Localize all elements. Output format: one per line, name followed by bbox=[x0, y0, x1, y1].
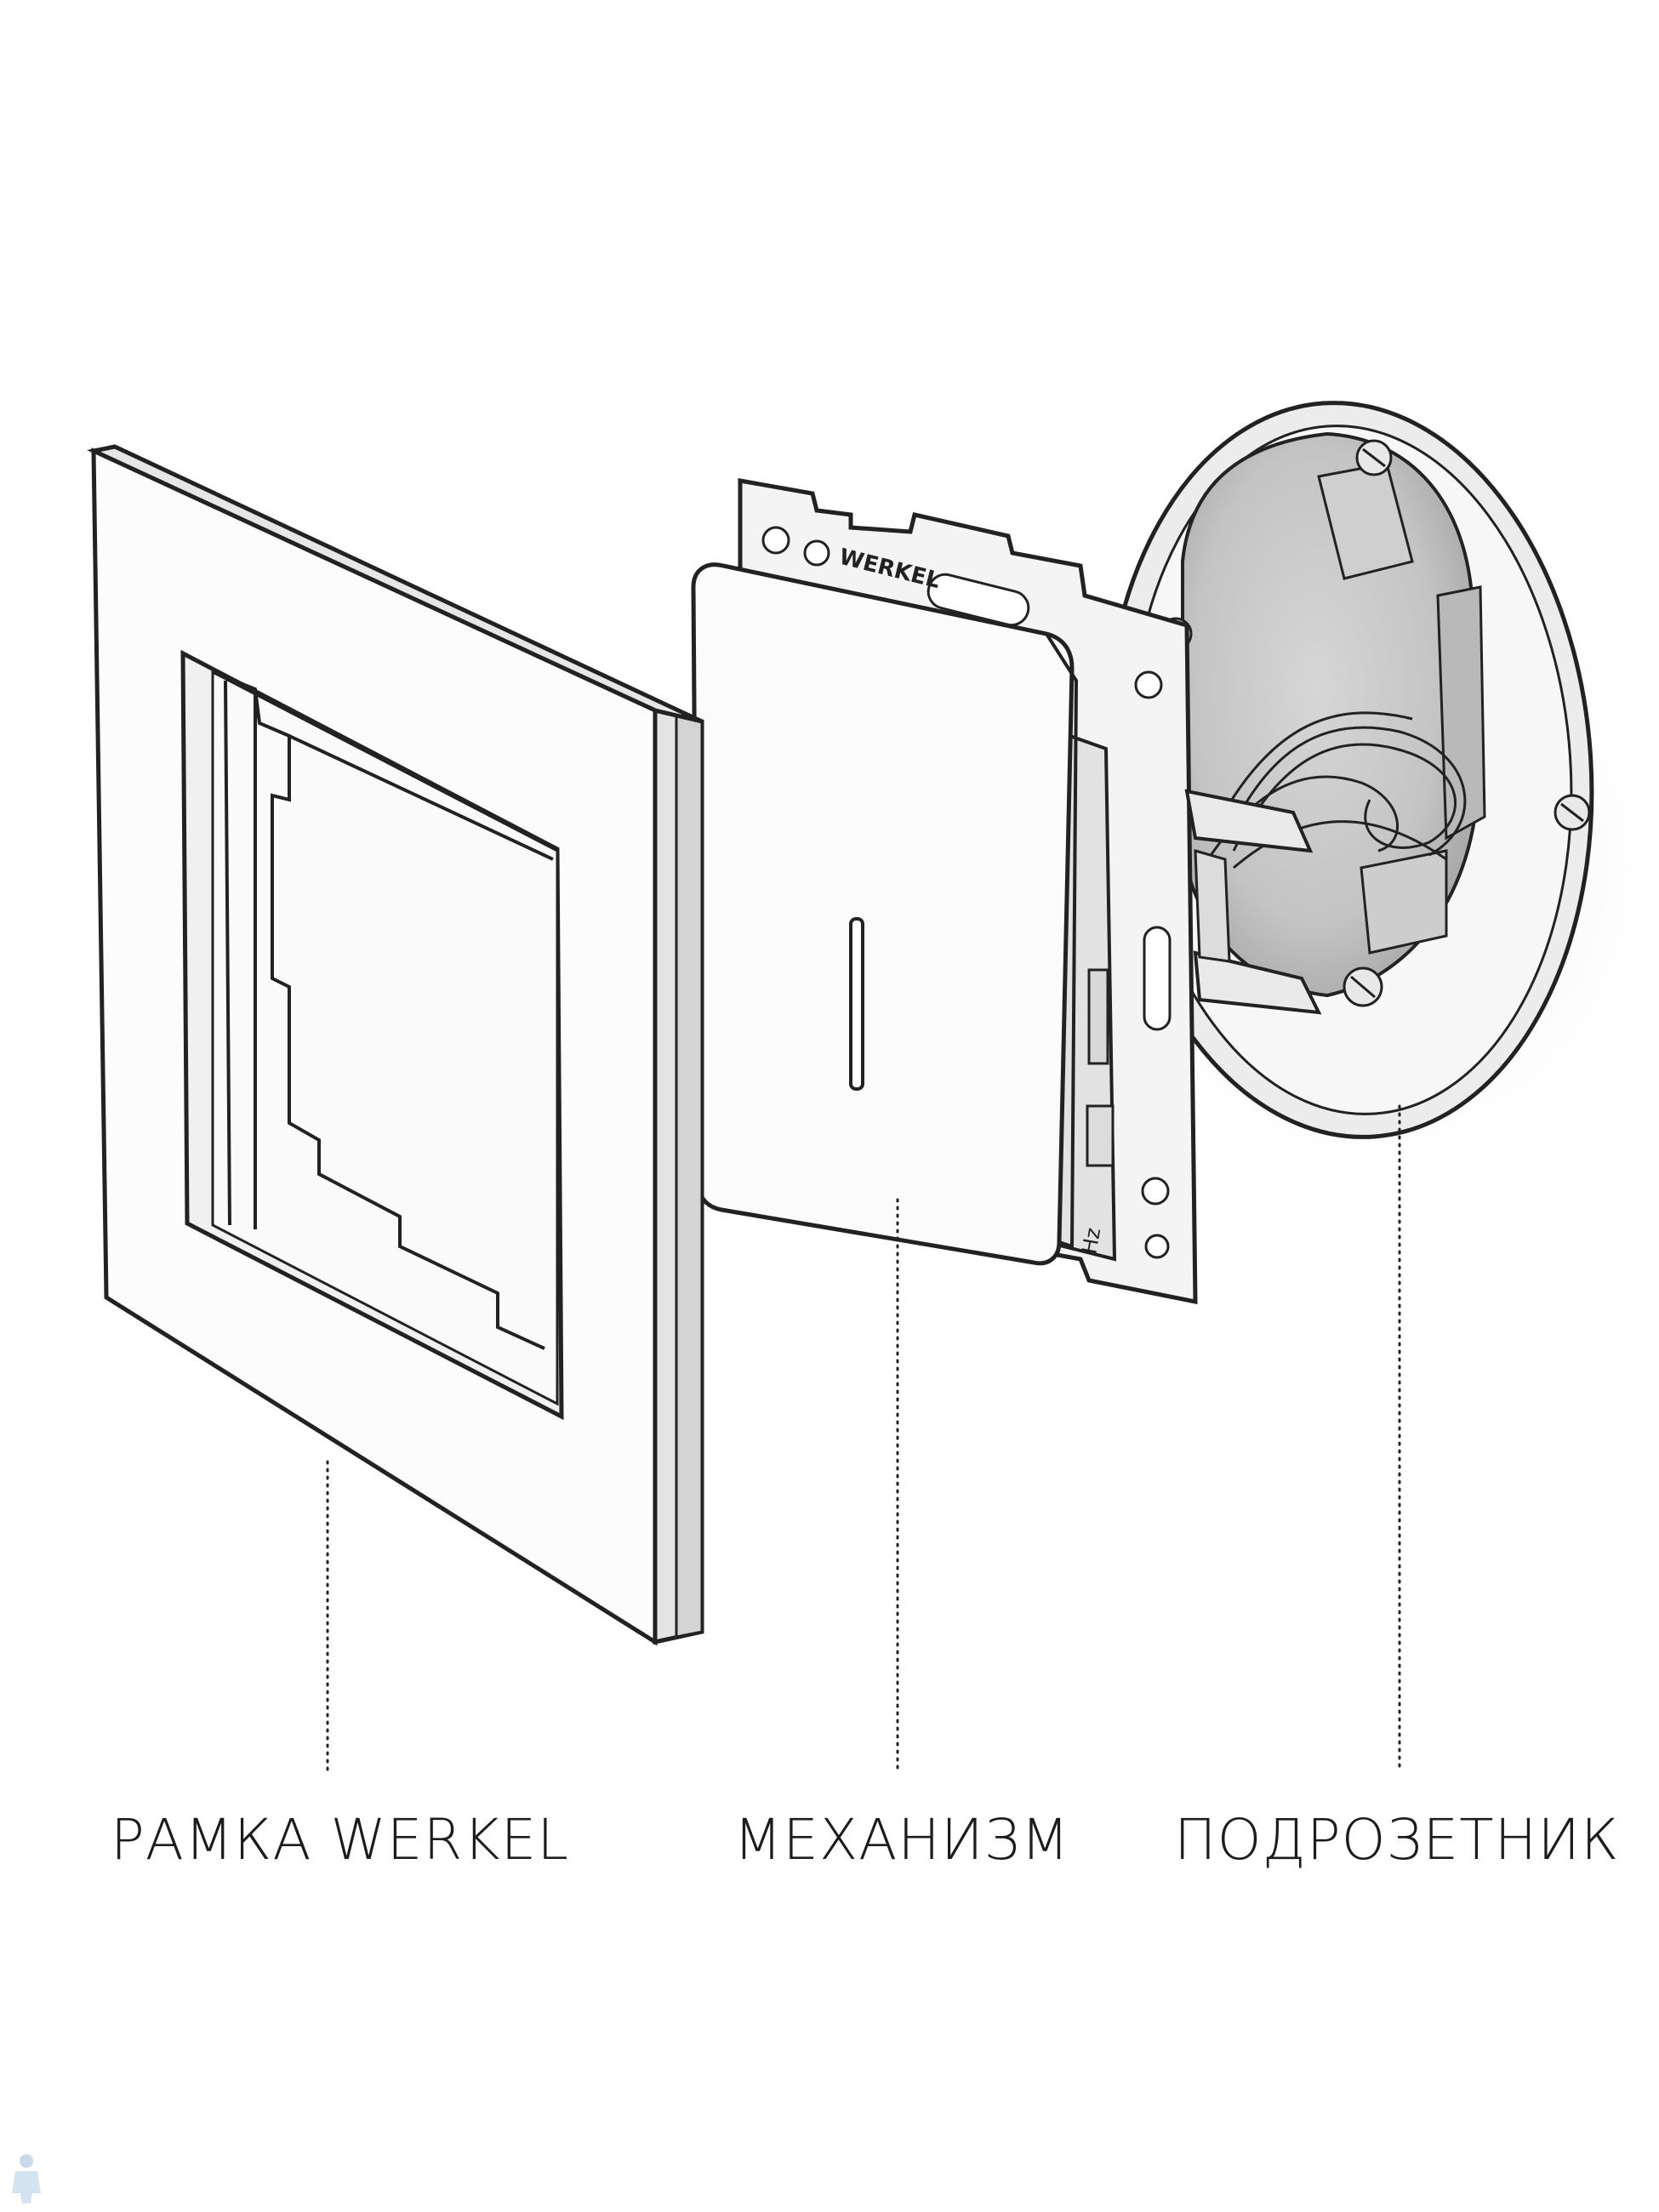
label-back-box: ПОДРОЗЕТНИК bbox=[1174, 1807, 1620, 1873]
plate-hole bbox=[1141, 1177, 1170, 1206]
mechanism-marking: Hz bbox=[1077, 1226, 1105, 1256]
plate-hole bbox=[1134, 670, 1163, 699]
label-frame: РАМКА WERKEL bbox=[111, 1807, 570, 1873]
terminal-clamp-bottom bbox=[1193, 950, 1322, 1015]
label-mechanism: МЕХАНИЗМ bbox=[733, 1807, 1070, 1873]
plate-slot bbox=[926, 573, 1030, 627]
indicator-light bbox=[849, 917, 864, 1091]
plate-hole bbox=[761, 526, 790, 555]
plate-hole bbox=[1144, 1234, 1170, 1259]
rocker-key bbox=[691, 562, 1075, 1266]
terminal-clamp-top bbox=[1184, 789, 1314, 853]
leader-lines bbox=[326, 1104, 1401, 1771]
plate-slot bbox=[1143, 926, 1172, 1031]
box-rib-right bbox=[1436, 585, 1486, 841]
watermark-figure-icon bbox=[12, 2154, 41, 2203]
mechanism: WERKEL Hz bbox=[691, 478, 1322, 1305]
werkel-logo-icon bbox=[803, 539, 830, 567]
frame bbox=[86, 444, 704, 1646]
back-box bbox=[1089, 401, 1659, 1208]
box-rib-bottom bbox=[1360, 849, 1448, 955]
frame-inner-support bbox=[212, 670, 554, 1350]
